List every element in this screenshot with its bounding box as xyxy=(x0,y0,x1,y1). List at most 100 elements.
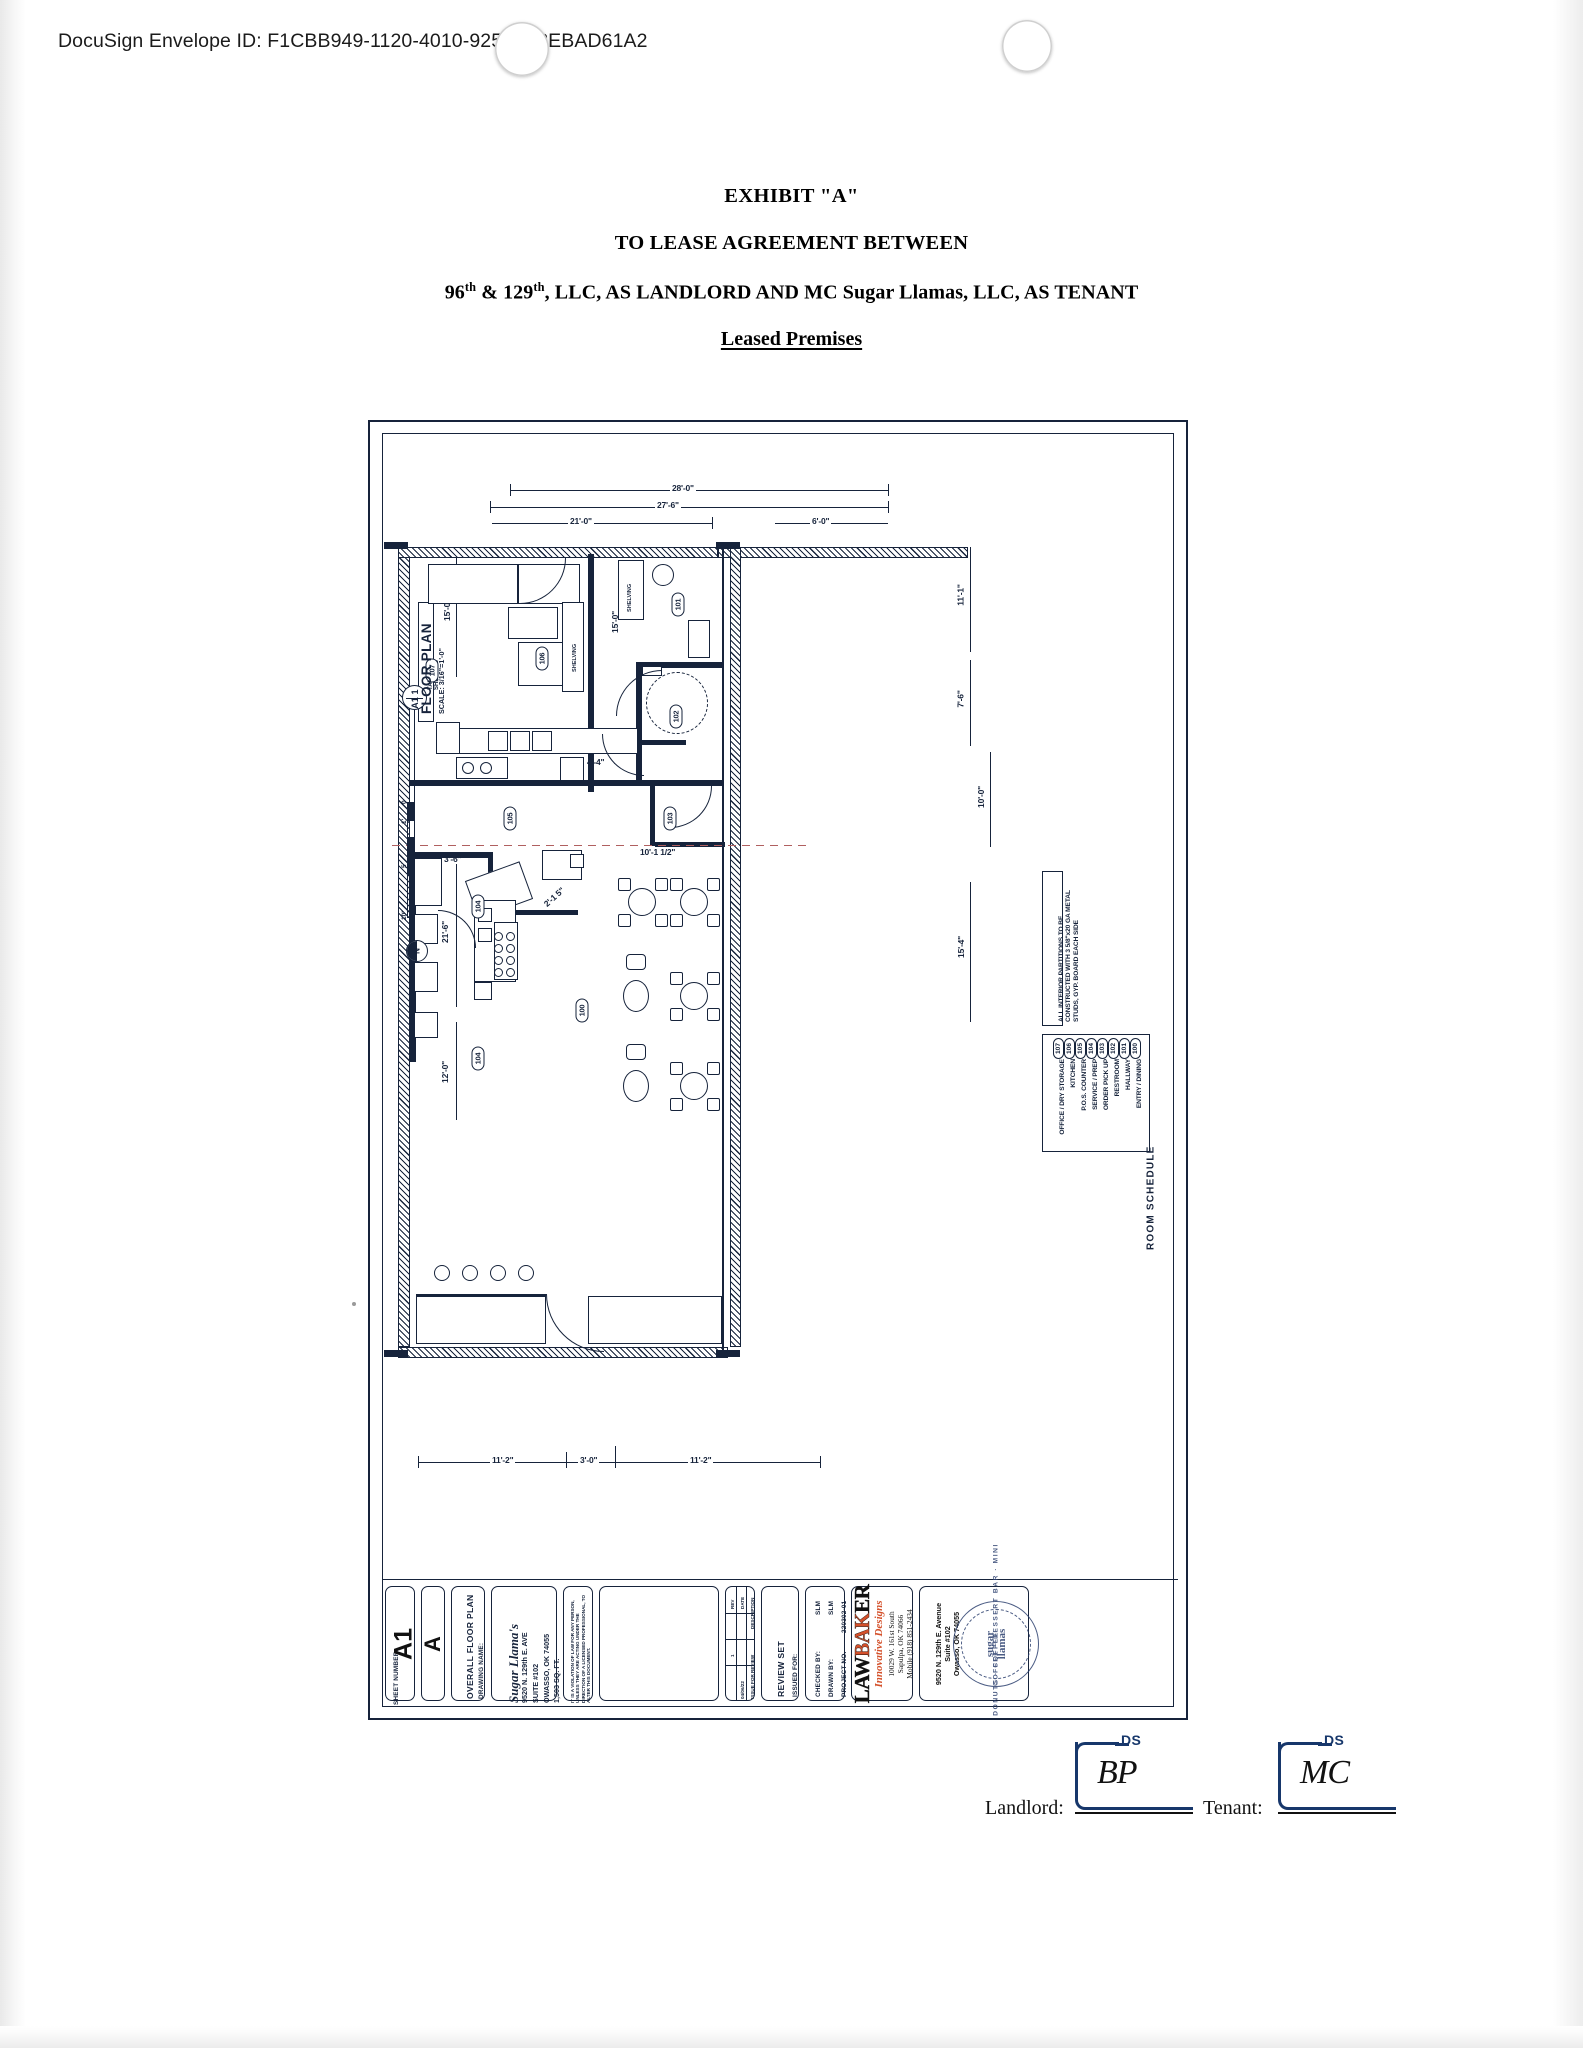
room-name: HALLWAY xyxy=(1125,1059,1132,1090)
dining-table xyxy=(680,982,708,1010)
room-name: OFFICE / DRY STORAGE xyxy=(1059,1059,1066,1135)
fixture-burner-1 xyxy=(488,731,508,751)
wall-exterior-north-b xyxy=(718,547,968,558)
scale-mark-10: 10' xyxy=(401,911,408,920)
partition-service-east xyxy=(650,786,655,846)
scale-mark-5: 5' xyxy=(401,862,408,868)
party-suffix: , LLC, AS LANDLORD AND MC Sugar Llamas, … xyxy=(544,281,1139,304)
dining-chair xyxy=(670,1062,683,1075)
case-circle xyxy=(506,932,515,941)
dining-chair xyxy=(707,1098,720,1111)
fixture-cooler xyxy=(436,722,460,754)
dining-chair xyxy=(626,1044,646,1060)
case-circle xyxy=(494,932,503,941)
room-number: 101 xyxy=(1119,1038,1130,1059)
graphic-scale-bar: 0 1' 5' 10' xyxy=(401,800,418,922)
stamp-blank-cell xyxy=(599,1586,719,1701)
door-swing-hall xyxy=(602,734,644,776)
partition-prep-north xyxy=(410,852,490,858)
room-schedule-row: 107 OFFICE / DRY STORAGE xyxy=(1053,1038,1066,1143)
fixture-office-cabinet xyxy=(414,962,438,992)
dim-bottom-11b: 11'-2" xyxy=(688,1455,714,1465)
drawing-name-value: OVERALL FLOOR PLAN xyxy=(465,1594,475,1699)
dim-tick xyxy=(510,484,511,496)
dining-table xyxy=(680,1072,708,1100)
general-note-text: ALL INTERIOR PARTITIONS TO BE CONSTRUCTE… xyxy=(1058,890,1080,1022)
project-no-value: 220302-01 xyxy=(841,1600,848,1633)
dining-chair xyxy=(670,1098,683,1111)
subtitle-leased-premises: Leased Premises xyxy=(0,328,1583,351)
designer-addr-1: 10029 W. 161st South xyxy=(887,1610,896,1677)
wall-exterior-east-inner xyxy=(730,547,741,1347)
tenant-initials: MC xyxy=(1300,1754,1350,1791)
lawbaker-logo: LAWBAKER Innovative Designs 10029 W. 161… xyxy=(850,1584,914,1703)
room-number: 106 xyxy=(1064,1038,1075,1059)
scale-segment xyxy=(407,820,415,838)
sugar-llamas-seal: COFFEE · DESSERT BAR · MINI sugar llamas… xyxy=(953,1543,1039,1715)
designer-addr-2: Sapulpa, OK 74066 xyxy=(896,1614,905,1673)
dim-line-top-3 xyxy=(492,523,712,524)
designer-phone: Mobile (918) 851-2434 xyxy=(905,1608,914,1679)
fixture-burner-2 xyxy=(510,731,530,751)
revision-row-desc: ISSUE FOR REVIEW xyxy=(750,1654,755,1699)
revision-grid xyxy=(726,1587,754,1700)
partition-counter-edge xyxy=(488,910,578,915)
room-name: SERVICE / PREP xyxy=(1092,1059,1099,1110)
tenant-docusign-tag[interactable]: DS MC xyxy=(1278,1732,1396,1810)
door-swing-restroom xyxy=(616,670,662,716)
legal-note-cell: IT IS A VIOLATION OF LAW FOR ANY PERSON,… xyxy=(563,1586,593,1703)
tenant-ds-text: DS xyxy=(1324,1732,1345,1748)
drawing-name-text: OVERALL FLOOR PLAN xyxy=(465,1594,475,1699)
fixture-label-shelving-ne: SHELVING xyxy=(627,583,633,612)
room-tag-105: 105 xyxy=(503,806,517,831)
dim-line-top-2 xyxy=(490,507,888,508)
floor-number-value: A xyxy=(420,1635,445,1652)
dim-right-11: 11'-1" xyxy=(955,582,966,608)
door-swing-office xyxy=(438,910,476,948)
dim-right-10: 10'-0" xyxy=(975,784,986,810)
dining-table-two-top xyxy=(623,1070,649,1102)
party-ordinal-2: th xyxy=(533,280,545,294)
room-tag-104-b: 104 xyxy=(471,1046,485,1071)
case-circle xyxy=(506,944,515,953)
seal-line-1: sugar xyxy=(984,1630,996,1657)
room-number: 105 xyxy=(1075,1038,1086,1059)
dim-tick xyxy=(888,484,889,496)
fixture-under-counter xyxy=(474,982,492,1000)
room-number: 102 xyxy=(1108,1038,1119,1059)
wall-cap-nw xyxy=(384,542,408,549)
scan-edge-right xyxy=(1553,0,1583,2048)
dim-tick xyxy=(712,517,713,529)
drawing-sheet: 28'-0" 27'-6" 21'-0" 6'-0" 15'-0" 21'-6"… xyxy=(368,420,1188,1720)
dim-bottom-11a: 11'-2" xyxy=(490,1455,516,1465)
dim-tick xyxy=(418,1456,419,1468)
room-number: 104 xyxy=(1086,1038,1097,1059)
room-schedule-row: 101 HALLWAY xyxy=(1119,1038,1132,1143)
ds-connector xyxy=(1318,1743,1332,1746)
client-address-2: SUITE #102 xyxy=(531,1663,540,1703)
drawing-name-label: DRAWING NAME: xyxy=(478,1642,485,1699)
wall-exterior-south xyxy=(398,1347,728,1358)
lawbaker-wordmark: LAWBAKER xyxy=(850,1584,875,1703)
party-ordinal-1: th xyxy=(464,280,477,294)
dining-table-two-top xyxy=(623,980,649,1012)
dining-chair xyxy=(618,878,631,891)
seal-ring-bottom-text: DONUTS · COFFEE xyxy=(992,1630,1000,1716)
dining-chair xyxy=(707,1062,720,1075)
partition-service-south xyxy=(655,842,725,847)
case-circle xyxy=(494,968,503,977)
dim-tick xyxy=(820,1456,821,1468)
landlord-docusign-tag[interactable]: DS BP xyxy=(1075,1732,1193,1810)
room-schedule-row: 103 ORDER PICK UP xyxy=(1097,1038,1110,1143)
room-number: 100 xyxy=(1130,1038,1141,1059)
dim-tick xyxy=(888,501,889,513)
issued-for-cell: REVIEW SET ISSUED FOR: xyxy=(761,1586,799,1701)
fixture-knob-1 xyxy=(462,762,474,774)
sheet-number-cell: SHEET NUMBER: A1 xyxy=(385,1586,418,1705)
scan-edge-bottom xyxy=(0,2026,1583,2048)
landlord-initials: BP xyxy=(1097,1754,1138,1791)
dim-int-2: 2'-1 5" xyxy=(540,883,568,911)
fixture-prep-sink xyxy=(560,757,584,781)
dining-chair xyxy=(670,1008,683,1021)
punch-hole-left xyxy=(495,22,549,76)
